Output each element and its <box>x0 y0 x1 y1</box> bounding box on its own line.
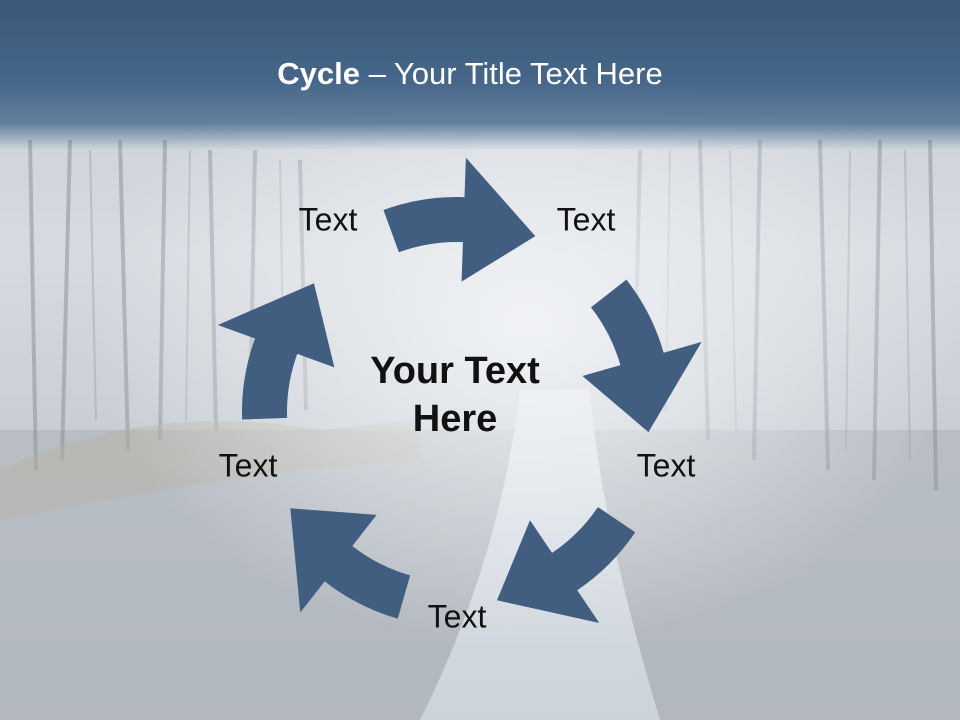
step-label-5: Text <box>298 201 358 238</box>
center-text-line-1: Your Text <box>370 350 540 392</box>
slide-title: Cycle – Your Title Text Here <box>0 56 940 92</box>
cycle-arrow-3 <box>497 507 636 623</box>
cycle-arrow-4 <box>290 508 411 619</box>
step-label-3: Text <box>427 598 487 635</box>
title-bold: Cycle <box>277 56 360 91</box>
title-rest: – Your Title Text Here <box>360 56 663 91</box>
center-text-line-2: Here <box>412 398 498 440</box>
title-band <box>0 0 960 150</box>
cycle-arrow-2 <box>582 279 702 433</box>
step-label-1: Text <box>556 201 616 238</box>
cycle-arrow-1 <box>383 157 536 282</box>
cycle-arrow-5 <box>217 283 335 420</box>
center-text: Your Text Here <box>325 347 585 443</box>
step-label-4: Text <box>218 447 278 484</box>
step-label-2: Text <box>636 447 696 484</box>
